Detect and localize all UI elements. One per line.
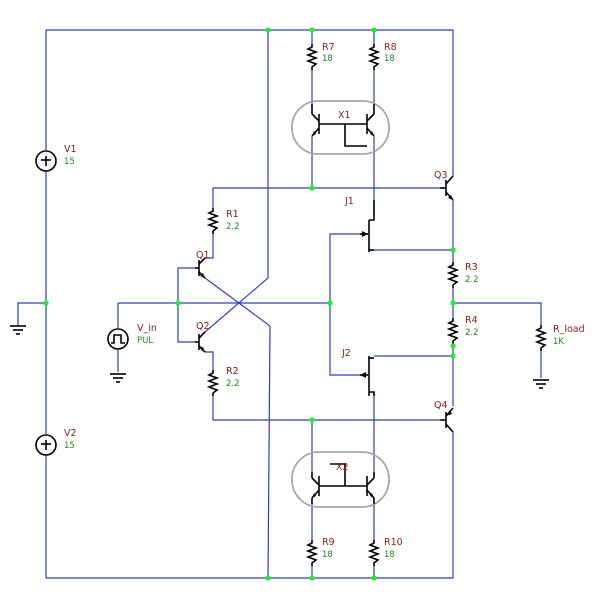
x1-ref-label: X1 [338, 110, 351, 121]
ground-vin [110, 373, 126, 383]
q3-transistor[interactable]: Q3 [434, 170, 454, 201]
v1-source[interactable]: V1 15 [35, 144, 77, 172]
r8-ref-label: R8 [384, 42, 397, 53]
r3-value-label: 2.2 [465, 275, 479, 285]
r1-value-label: 2.2 [226, 222, 240, 232]
r10-value-label: 18 [384, 550, 395, 560]
r4-ref-label: R4 [465, 315, 478, 326]
r4-value-label: 2.2 [465, 328, 479, 338]
q2-transistor[interactable]: Q2 [195, 321, 210, 353]
r9-resistor[interactable]: R9 18 [305, 537, 335, 566]
q4-transistor[interactable]: Q4 [434, 400, 454, 433]
ground-load [533, 379, 549, 389]
rload-value-label: 1K [553, 337, 564, 347]
r10-ref-label: R10 [384, 537, 403, 548]
x1-matched-pair[interactable]: X1 [291, 100, 390, 155]
wires [17, 29, 542, 579]
j1-jfet[interactable]: J1 [344, 196, 375, 252]
vin-value-label: PUL [137, 336, 153, 346]
ground-left [10, 325, 26, 335]
v2-source[interactable]: V2 15 [35, 428, 77, 456]
vin-ref-label: V_in [137, 323, 157, 334]
r2-value-label: 2.2 [226, 379, 240, 389]
x2-matched-pair[interactable]: X2 [291, 451, 390, 508]
j1-ref-label: J1 [344, 196, 354, 207]
r4-resistor[interactable]: R4 2.2 [446, 315, 479, 346]
j2-ref-label: J2 [341, 348, 351, 359]
v2-value-label: 15 [64, 441, 75, 451]
j2-jfet[interactable]: J2 [341, 348, 375, 396]
q3-ref-label: Q3 [434, 170, 448, 181]
v2-ref-label: V2 [64, 428, 77, 439]
r9-ref-label: R9 [322, 537, 335, 548]
q4-ref-label: Q4 [434, 400, 448, 411]
r9-value-label: 18 [322, 550, 333, 560]
r10-resistor[interactable]: R10 18 [367, 537, 403, 566]
q1-ref-label: Q1 [196, 250, 210, 261]
r7-resistor[interactable]: R7 18 [305, 42, 335, 70]
rload-ref-label: R_load [553, 324, 585, 335]
r2-ref-label: R2 [226, 366, 239, 377]
r2-resistor[interactable]: R2 2.2 [206, 366, 240, 396]
junction-nodes [43, 27, 456, 581]
v1-ref-label: V1 [64, 144, 77, 155]
r7-ref-label: R7 [322, 42, 335, 53]
q2-ref-label: Q2 [196, 321, 210, 332]
r1-ref-label: R1 [226, 209, 239, 220]
r3-ref-label: R3 [465, 262, 478, 273]
r7-value-label: 18 [322, 54, 333, 64]
v1-value-label: 15 [64, 157, 75, 167]
rload-resistor[interactable]: R_load 1K [534, 324, 585, 351]
r8-value-label: 18 [384, 54, 395, 64]
q1-transistor[interactable]: Q1 [195, 250, 210, 279]
vin-source[interactable]: V_in PUL [107, 323, 157, 350]
r3-resistor[interactable]: R3 2.2 [446, 262, 479, 288]
x2-ref-label: X2 [336, 462, 349, 473]
r1-resistor[interactable]: R1 2.2 [206, 208, 240, 234]
r8-resistor[interactable]: R8 18 [367, 42, 397, 70]
